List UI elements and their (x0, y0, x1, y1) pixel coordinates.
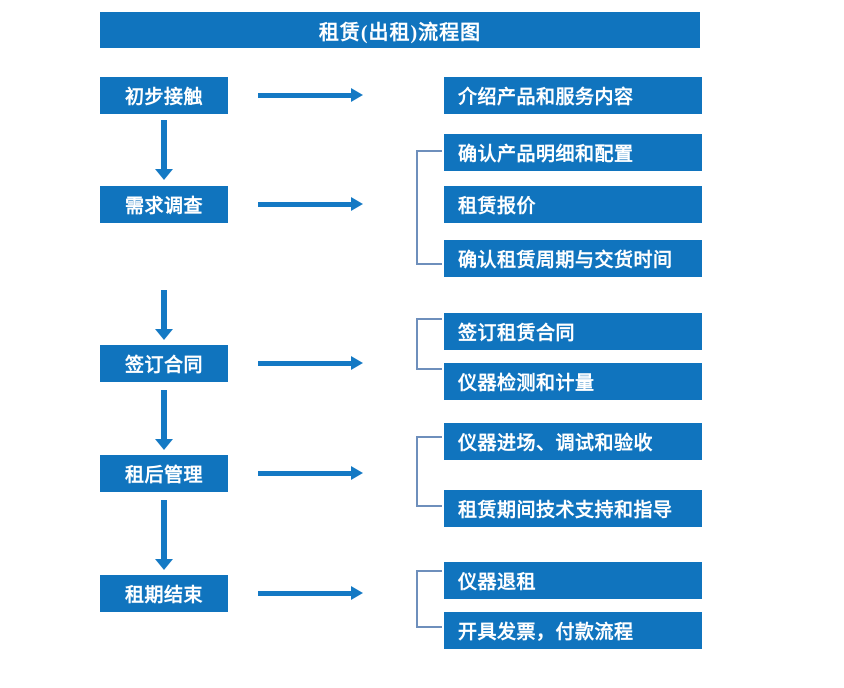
detail-box-1[interactable]: 介绍产品和服务内容 (444, 77, 702, 114)
stage-box-1[interactable]: 初步接触 (100, 77, 228, 114)
horizontal-arrow-4 (258, 466, 363, 480)
detail-box-10[interactable]: 开具发票，付款流程 (444, 612, 702, 649)
group-bracket-management (416, 436, 442, 507)
detail-box-4[interactable]: 确认租赁周期与交货时间 (444, 240, 702, 277)
group-bracket-termination (416, 570, 442, 628)
group-bracket-contract (416, 318, 442, 370)
chart-title-banner: 租赁(出租)流程图 (100, 12, 700, 48)
detail-box-2[interactable]: 确认产品明细和配置 (444, 134, 702, 171)
horizontal-arrow-5 (258, 586, 363, 600)
vertical-arrow-1 (155, 120, 173, 180)
detail-box-6[interactable]: 仪器检测和计量 (444, 363, 702, 400)
detail-box-7[interactable]: 仪器进场、调试和验收 (444, 423, 702, 460)
detail-box-9[interactable]: 仪器退租 (444, 562, 702, 599)
vertical-arrow-3 (155, 390, 173, 450)
stage-box-5[interactable]: 租期结束 (100, 575, 228, 612)
detail-box-8[interactable]: 租赁期间技术支持和指导 (444, 490, 702, 527)
group-bracket-requirements (416, 150, 442, 265)
detail-box-3[interactable]: 租赁报价 (444, 186, 702, 223)
stage-box-3[interactable]: 签订合同 (100, 345, 228, 382)
stage-box-2[interactable]: 需求调查 (100, 186, 228, 223)
stage-box-4[interactable]: 租后管理 (100, 455, 228, 492)
detail-box-5[interactable]: 签订租赁合同 (444, 313, 702, 350)
horizontal-arrow-2 (258, 197, 363, 211)
vertical-arrow-2 (155, 290, 173, 340)
vertical-arrow-4 (155, 500, 173, 570)
horizontal-arrow-1 (258, 88, 363, 102)
horizontal-arrow-3 (258, 356, 363, 370)
